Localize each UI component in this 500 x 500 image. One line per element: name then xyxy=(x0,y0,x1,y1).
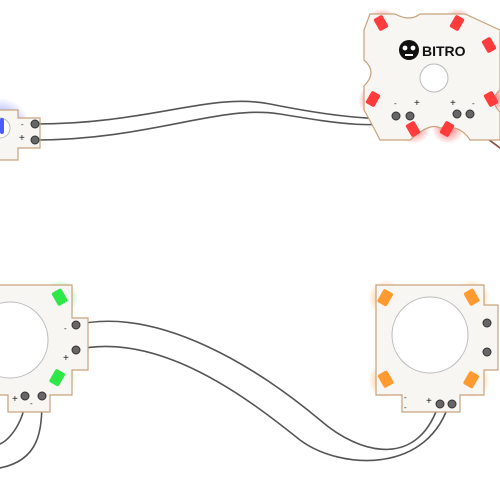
terminal-minus xyxy=(465,109,475,119)
bitro-led-board: BITRO - + + - xyxy=(358,8,500,144)
polarity-plus-label: + xyxy=(450,98,456,109)
terminal xyxy=(482,347,492,357)
polarity-minus-label: - xyxy=(30,399,33,408)
terminal-minus xyxy=(71,320,81,330)
polarity-plus-label: + xyxy=(426,396,432,407)
green-led xyxy=(49,369,65,387)
polarity-minus-label: - xyxy=(404,403,407,412)
polarity-minus-label: - xyxy=(64,324,67,333)
terminal-plus xyxy=(71,345,81,355)
orange-leds xyxy=(377,288,480,389)
polarity-plus-label: + xyxy=(414,98,420,109)
terminal-plus xyxy=(452,109,462,119)
terminal-plus xyxy=(20,391,30,401)
green-led xyxy=(51,288,68,306)
mount-hole xyxy=(0,301,49,379)
orange-led-board: - - + xyxy=(368,280,499,413)
wire-mid-lower xyxy=(74,345,451,462)
terminal-minus xyxy=(30,119,40,129)
polarity-plus-label: + xyxy=(12,394,18,405)
polarity-plus-label: + xyxy=(19,133,25,144)
blue-led-board: - + xyxy=(0,98,41,161)
bitro-logo xyxy=(399,40,419,60)
mount-hole xyxy=(391,296,469,374)
red-leds xyxy=(365,15,499,137)
blue-led xyxy=(0,118,4,134)
mount-hole xyxy=(419,63,449,93)
terminal-plus xyxy=(405,111,415,121)
wire-top-upper xyxy=(34,100,397,125)
brand-name: BITRO xyxy=(422,43,466,59)
wire-mid-upper xyxy=(74,320,441,451)
terminal-minus xyxy=(37,391,47,401)
terminal-plus xyxy=(30,135,40,145)
terminal-minus xyxy=(447,399,457,409)
polarity-plus-label: + xyxy=(63,353,69,364)
green-led-board: - + + - xyxy=(0,280,89,413)
terminal-plus xyxy=(435,399,445,409)
terminal-minus xyxy=(391,111,401,121)
terminal xyxy=(482,318,492,328)
polarity-minus-label: - xyxy=(472,99,475,108)
polarity-minus-label: - xyxy=(21,120,24,129)
polarity-minus-label: - xyxy=(394,99,397,108)
polarity-minus-label: - xyxy=(404,393,407,402)
